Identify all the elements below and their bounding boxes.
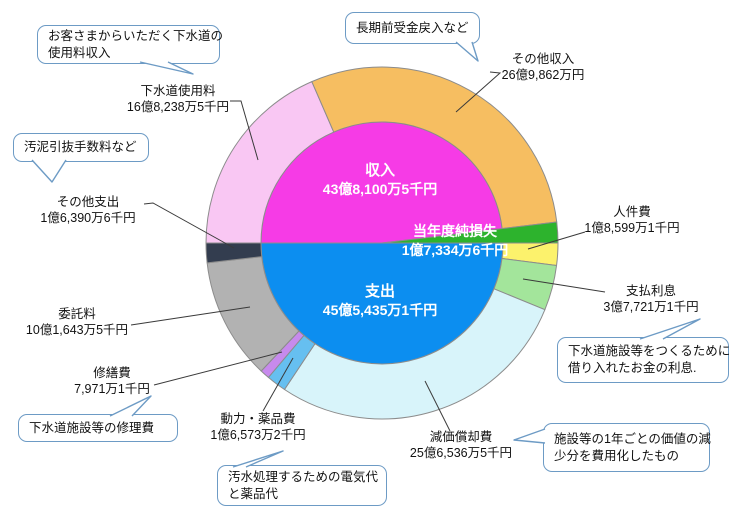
label-interest-paid: 支払利息 3億7,721万1千円: [571, 284, 731, 315]
segment-name: 委託料: [58, 307, 96, 321]
segment-name: 修繕費: [93, 366, 131, 380]
label-other-expense: その他支出 1億6,390万6千円: [8, 195, 168, 226]
ring-segment-power-chemicals: [267, 334, 316, 391]
net-loss-title: 当年度純損失: [413, 223, 497, 239]
callout-other-expense-note: 汚泥引抜手数料など: [13, 133, 149, 162]
ring-segment-other-expense: [205, 242, 263, 264]
segment-amount: 25億6,536万5千円: [409, 445, 513, 460]
callout-text: 使用料収入: [48, 45, 111, 60]
callout-power-note: 汚水処理するための電気代 と薬品代: [217, 465, 387, 506]
ring-segment-interest-paid: [493, 257, 558, 311]
callout-text: 借り入れたお金の利息.: [568, 361, 697, 375]
segment-amount: 1億8,599万1千円: [584, 220, 680, 235]
label-sewer-usage-fee: 下水道使用料 16億8,238万5千円: [103, 84, 253, 115]
callout-text: 長期前受金戻入など: [356, 20, 469, 35]
label-depreciation: 減価償却費 25億6,536万5千円: [381, 430, 541, 461]
label-power-chemicals: 動力・薬品費 1億6,573万2千円: [178, 412, 338, 443]
callout-text: 少分を費用化したもの: [554, 448, 680, 463]
income-title: 収入: [364, 162, 395, 179]
callout-tail-repairs-note: [109, 395, 152, 417]
callout-repairs-note: 下水道施設等の修理費: [18, 414, 178, 442]
callout-text: 汚泥引抜手数料など: [24, 140, 137, 154]
callout-text: 汚水処理するための電気代: [228, 469, 379, 484]
expense-amount: 45億5,435万1千円: [322, 302, 438, 318]
segment-amount: 16億8,238万5千円: [126, 99, 230, 114]
label-outsourcing: 委託料 10億1,643万5千円: [2, 307, 152, 338]
segment-name: 人件費: [613, 205, 651, 219]
segment-name: その他収入: [511, 52, 575, 66]
callout-tail-interest-note: [639, 318, 701, 340]
segment-name: 下水道使用料: [140, 84, 216, 98]
callout-text: 下水道施設等をつくるために: [568, 344, 731, 358]
callout-text: お客さまからいただく下水道の: [48, 28, 224, 43]
segment-amount: 10億1,643万5千円: [25, 322, 129, 337]
segment-name: その他支出: [56, 195, 120, 209]
label-other-income: その他収入 26億9,862万円: [468, 52, 618, 83]
label-personnel-cost: 人件費 1億8,599万1千円: [557, 205, 707, 236]
center-label-income: 収入 43億8,100万5千円: [280, 161, 480, 199]
center-label-expense: 支出 45億5,435万1千円: [280, 282, 480, 320]
segment-name: 支払利息: [625, 284, 676, 298]
callout-interest-note: 下水道施設等をつくるために 借り入れたお金の利息.: [557, 337, 731, 383]
callout-text: と薬品代: [228, 486, 279, 501]
callout-usage-fee-note: お客さまからいただく下水道の 使用料収入: [37, 25, 224, 64]
segment-amount: 26億9,862万円: [501, 67, 585, 82]
segment-amount: 7,971万1千円: [74, 381, 150, 396]
ring-segment-other-income: [311, 66, 558, 230]
callout-tail-other-expense-note: [31, 159, 67, 183]
center-label-net-loss: 当年度純損失 1億7,334万6千円: [355, 222, 555, 260]
callout-depreciation-note: 施設等の1年ごとの価値の減 少分を費用化したもの: [543, 423, 711, 472]
callout-other-income-note: 長期前受金戻入など: [345, 12, 480, 44]
ring-segment-repairs: [260, 330, 305, 378]
segment-name: 減価償却費: [429, 430, 493, 444]
segment-amount: 1億6,573万2千円: [210, 427, 306, 442]
expense-title: 支出: [364, 283, 395, 300]
segment-amount: 3億7,721万1千円: [603, 299, 699, 314]
callout-text: 下水道施設等の修理費: [29, 420, 155, 435]
leader-line-power-chemicals: [262, 357, 294, 412]
net-loss-amount: 1億7,334万6千円: [401, 242, 509, 258]
leader-line-depreciation: [424, 380, 451, 432]
income-amount: 43億8,100万5千円: [322, 181, 438, 197]
label-repairs: 修繕費 7,971万1千円: [37, 366, 187, 397]
segment-name: 動力・薬品費: [220, 412, 296, 426]
callout-text: 施設等の1年ごとの価値の減: [554, 431, 711, 446]
segment-amount: 1億6,390万6千円: [40, 210, 136, 225]
